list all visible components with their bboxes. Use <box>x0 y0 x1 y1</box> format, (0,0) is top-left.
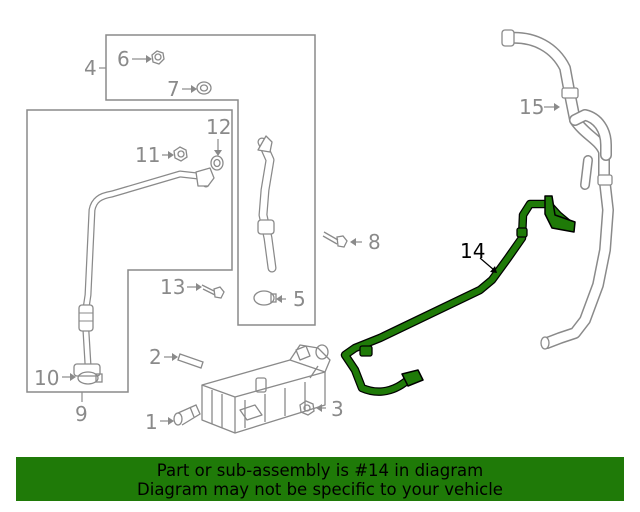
part-6-nut <box>151 50 165 65</box>
part-10-clamp <box>77 371 103 385</box>
arrow-11 <box>168 151 174 159</box>
callout-2: 2 <box>149 345 162 369</box>
arrow-14 <box>490 266 497 273</box>
arrow-5 <box>276 295 282 303</box>
arrow-7 <box>191 85 197 93</box>
banner-line-1: Part or sub-assembly is #14 in diagram <box>156 461 484 480</box>
callout-1: 1 <box>145 410 158 434</box>
leader-14 <box>479 257 495 271</box>
part-8-bolt <box>322 231 348 248</box>
callout-7: 7 <box>167 77 180 101</box>
arrow-15 <box>554 103 560 111</box>
part-11-nut <box>173 146 188 162</box>
arrow-3 <box>316 404 322 412</box>
part-14-tube-highlighted <box>340 195 576 396</box>
callout-4: 4 <box>84 56 97 80</box>
callout-6: 6 <box>117 47 130 71</box>
info-banner: Part or sub-assembly is #14 in diagram D… <box>16 457 624 501</box>
callout-3: 3 <box>331 397 344 421</box>
part-15-hose <box>501 29 614 350</box>
part-2-pin <box>177 353 204 369</box>
arrow-12 <box>214 150 222 156</box>
arrow-6 <box>146 55 152 63</box>
part-7-o-ring <box>196 81 212 95</box>
arrow-1 <box>168 417 174 425</box>
arrow-2 <box>172 353 178 361</box>
part-1-fitting <box>173 404 201 426</box>
part-12-o-ring <box>210 155 224 171</box>
callout-5: 5 <box>293 287 306 311</box>
part-3-nut <box>299 400 315 416</box>
arrow-10 <box>70 373 76 381</box>
part-5-clamp <box>253 290 277 306</box>
part-13-bolt <box>201 284 225 299</box>
group-box-4 <box>105 34 316 326</box>
arrow-8 <box>350 238 356 246</box>
callout-13: 13 <box>160 275 185 299</box>
oil-cooler <box>201 344 331 434</box>
banner-line-2: Diagram may not be specific to your vehi… <box>137 480 503 499</box>
part-9-tube <box>73 167 215 377</box>
part-5-hose <box>257 135 277 273</box>
callout-11: 11 <box>135 143 160 167</box>
arrow-13 <box>196 283 202 291</box>
group-box-9 <box>26 109 233 393</box>
callout-15: 15 <box>519 95 544 119</box>
callout-8: 8 <box>368 230 381 254</box>
callout-9: 9 <box>75 402 88 426</box>
callout-12: 12 <box>206 115 231 139</box>
callout-10: 10 <box>34 366 59 390</box>
